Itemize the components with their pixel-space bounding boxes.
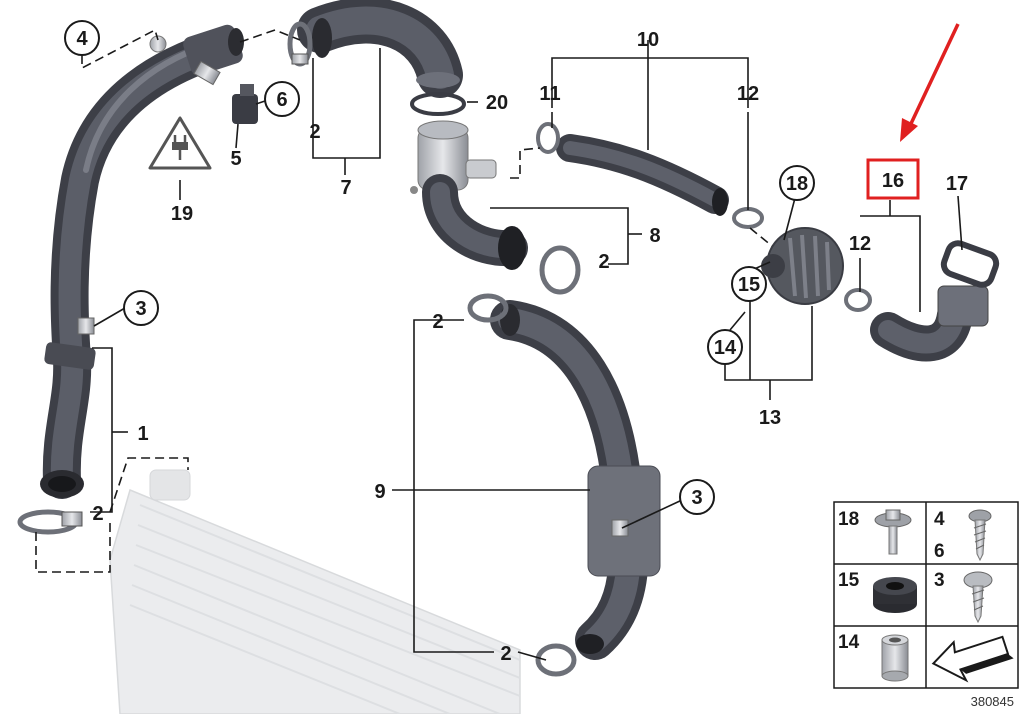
clamp-8 (539, 245, 581, 295)
callout-9: 9 (374, 481, 385, 503)
clamp-12b (844, 288, 872, 312)
callout-3-left-circle (123, 290, 159, 326)
callout-17: 17 (946, 173, 968, 195)
legend-14: 14 (838, 632, 860, 653)
clamp-11 (536, 122, 560, 154)
clamp-9-top (467, 293, 509, 323)
throttle-housing (410, 120, 497, 194)
callout-1: 1 (137, 423, 148, 445)
sleeve-icon (881, 634, 909, 682)
callout-15: 15 (738, 274, 760, 296)
hose-10 (556, 134, 729, 216)
boost-sensor (193, 60, 258, 124)
callout-3-right: 3 (691, 487, 702, 509)
callout-3-right-circle (679, 479, 715, 515)
callout-4: 4 (76, 28, 88, 50)
legend-18: 18 (838, 509, 859, 530)
callout-7: 7 (340, 177, 351, 199)
callout-18: 18 (786, 173, 808, 195)
callout-11: 11 (539, 83, 560, 105)
hose-7 (297, 0, 463, 98)
hose-8 (422, 174, 528, 270)
callouts: 4 6 5 19 2 7 20 10 11 12 18 16 17 8 2 12… (64, 20, 968, 665)
callout-2-left: 2 (92, 503, 103, 525)
clamp-bottom-left (17, 509, 83, 535)
clamp-12a (732, 207, 764, 229)
callout-6-circle (264, 81, 300, 117)
callout-6: 6 (276, 89, 287, 111)
callout-16: 16 (882, 170, 904, 192)
callout-10: 10 (637, 29, 659, 51)
highlight-box (866, 158, 920, 200)
clamp-9-bottom (535, 643, 577, 677)
reference-number: 380845 (971, 694, 1014, 709)
legend-15: 15 (838, 570, 860, 591)
gasket-17 (940, 240, 1000, 288)
callout-3-left: 3 (135, 298, 146, 320)
intercooler (109, 469, 521, 714)
callout-14-circle (707, 329, 743, 365)
hose-9 (490, 300, 661, 660)
callout-2-top: 2 (309, 121, 320, 143)
resonator-13 (761, 227, 844, 305)
callout-8: 8 (649, 225, 660, 247)
callout-18-circle (779, 165, 815, 201)
o-ring (410, 92, 466, 116)
intake-duct-16 (870, 285, 989, 362)
washer-bolt-icon (874, 509, 912, 555)
callout-14: 14 (714, 337, 737, 359)
callout-13: 13 (759, 407, 781, 429)
callout-20: 20 (486, 92, 508, 114)
direction-arrow-icon (931, 635, 1014, 683)
legend-4: 4 (934, 509, 945, 530)
callout-5: 5 (230, 148, 241, 170)
tapping-screw-icon (963, 571, 993, 624)
grommet-icon (873, 577, 917, 613)
red-arrow-icon (900, 23, 960, 142)
leader-lines (35, 28, 963, 661)
callout-2-center: 2 (432, 311, 443, 333)
callout-4-circle (64, 20, 100, 56)
callout-2-bottom: 2 (500, 643, 511, 665)
callout-12-right: 12 (849, 233, 871, 255)
callout-2-mid: 2 (598, 251, 609, 273)
legend-6: 6 (934, 541, 945, 562)
clamp-top (287, 21, 313, 67)
legend-3: 3 (934, 570, 945, 591)
callout-15-circle (731, 266, 767, 302)
callout-19: 19 (171, 203, 193, 225)
callout-12-top: 12 (737, 83, 759, 105)
warning-triangle-icon (148, 116, 212, 170)
hose-1 (40, 24, 244, 499)
screw-icon (968, 509, 992, 562)
fastener-legend: 18 4 6 15 3 (833, 501, 1019, 689)
